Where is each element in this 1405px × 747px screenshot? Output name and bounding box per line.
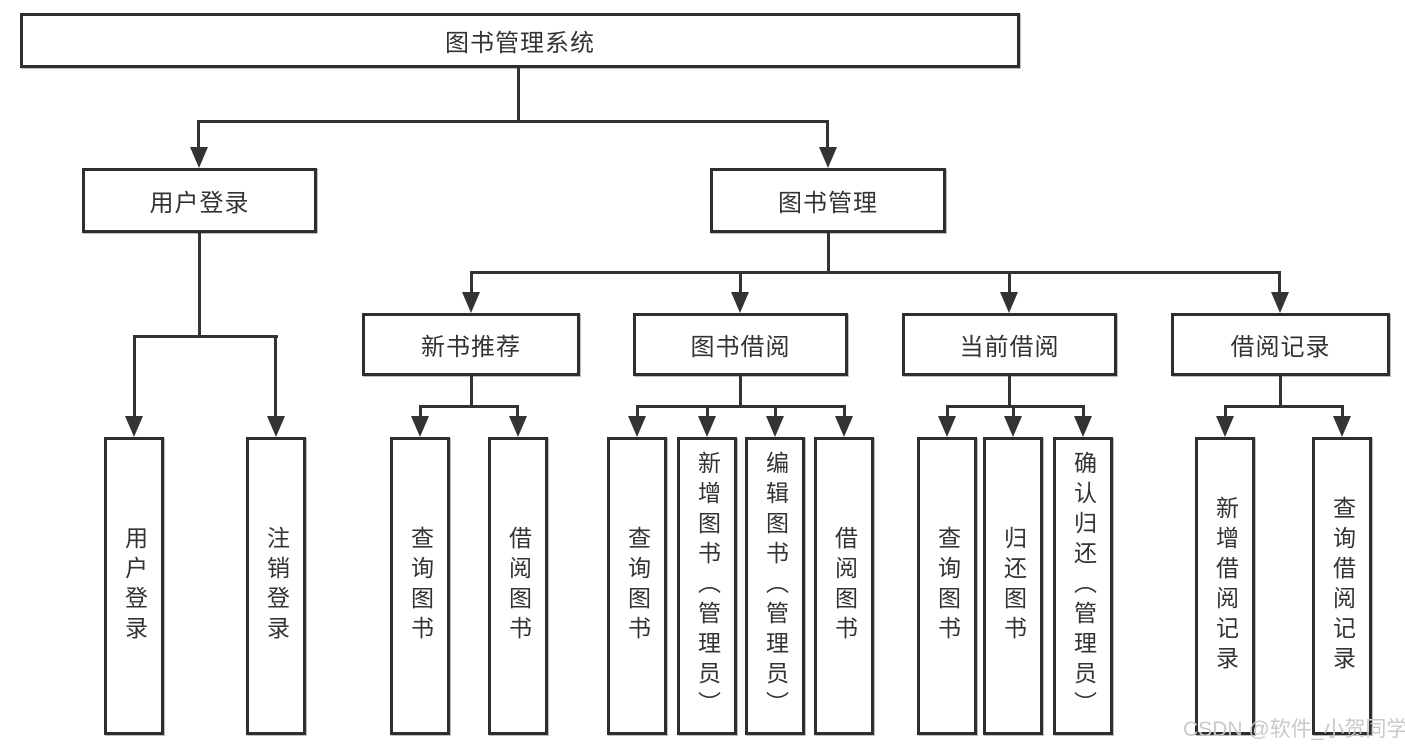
connector-new-book-branch <box>419 405 519 408</box>
node-book-management: 图书管理 <box>710 168 946 233</box>
connector-stub-new-book <box>470 271 473 294</box>
connector-stub-leaf-user-login <box>133 335 136 419</box>
connector-stub <box>843 405 846 417</box>
connector-root-stem <box>517 68 520 120</box>
connector-borrow-records-stem <box>1279 376 1282 405</box>
leaf-add-borrow-record: 新增借阅记录 <box>1195 437 1255 735</box>
connector-user-login-stem <box>198 233 201 335</box>
leaf-query-borrow-record: 查询借阅记录 <box>1312 437 1372 735</box>
leaf-label: 查询图书 <box>407 526 434 646</box>
arrow-down-icon <box>766 416 784 437</box>
connector-stub <box>706 405 709 417</box>
connector-current-borrow-branch <box>946 405 1084 408</box>
arrow-down-icon <box>698 416 716 437</box>
arrow-down-icon <box>1000 292 1018 313</box>
node-book-borrow: 图书借阅 <box>633 313 848 376</box>
leaf-label: 查询图书 <box>624 526 651 646</box>
leaf-borrow-books-recommend: 借阅图书 <box>488 437 548 735</box>
leaf-label: 查询借阅记录 <box>1329 496 1356 676</box>
arrow-down-icon <box>835 416 853 437</box>
arrow-down-icon <box>190 147 208 168</box>
leaf-label: 用户登录 <box>121 526 148 646</box>
node-borrow-records: 借阅记录 <box>1171 313 1390 376</box>
connector-stub <box>636 405 639 417</box>
csdn-watermark: CSDN @软件_小贺同学 <box>1183 718 1405 741</box>
node-root-system: 图书管理系统 <box>20 13 1020 68</box>
connector-stub <box>774 405 777 417</box>
connector-current-borrow-stem <box>1008 376 1011 405</box>
leaf-label: 确认归还（管理员） <box>1070 451 1097 721</box>
arrow-down-icon <box>1271 292 1289 313</box>
arrow-down-icon <box>1216 416 1234 437</box>
connector-new-book-stem <box>470 376 473 405</box>
node-new-book-recommend: 新书推荐 <box>362 313 580 376</box>
arrow-down-icon <box>628 416 646 437</box>
arrow-down-icon <box>125 416 143 437</box>
connector-stub <box>419 405 422 417</box>
connector-book-borrow-stem <box>739 376 742 405</box>
arrow-down-icon <box>938 416 956 437</box>
leaf-label: 查询图书 <box>934 526 961 646</box>
node-user-login: 用户登录 <box>82 168 317 233</box>
arrow-down-icon <box>731 292 749 313</box>
connector-stub-leaf-logout <box>274 335 277 419</box>
arrow-down-icon <box>462 292 480 313</box>
arrow-down-icon <box>509 416 527 437</box>
connector-stub <box>1012 405 1015 417</box>
connector-borrow-records-branch <box>1224 405 1343 408</box>
leaf-label: 编辑图书（管理员） <box>762 451 789 721</box>
arrow-down-icon <box>819 147 837 168</box>
leaf-query-books-current: 查询图书 <box>917 437 977 735</box>
connector-stub-book-borrow <box>739 271 742 294</box>
connector-stub <box>516 405 519 417</box>
leaf-label: 归还图书 <box>1000 526 1027 646</box>
connector-stub-book-management <box>826 120 829 150</box>
connector-user-login-branch <box>133 335 278 338</box>
leaf-add-books-admin: 新增图书（管理员） <box>677 437 737 735</box>
connector-stub <box>1341 405 1344 417</box>
connector-stub-user-login <box>197 120 200 150</box>
arrow-down-icon <box>1074 416 1092 437</box>
arrow-down-icon <box>411 416 429 437</box>
connector-book-management-branch <box>470 271 1281 274</box>
connector-stub-borrow-records <box>1278 271 1281 294</box>
connector-book-borrow-branch <box>636 405 845 408</box>
leaf-edit-books-admin: 编辑图书（管理员） <box>745 437 805 735</box>
leaf-user-login: 用户登录 <box>104 437 164 735</box>
arrow-down-icon <box>267 416 285 437</box>
connector-stub <box>946 405 949 417</box>
node-current-borrow: 当前借阅 <box>902 313 1117 376</box>
connector-root-branch <box>197 120 829 123</box>
arrow-down-icon <box>1333 416 1351 437</box>
leaf-borrow-books: 借阅图书 <box>814 437 874 735</box>
leaf-confirm-return-admin: 确认归还（管理员） <box>1053 437 1113 735</box>
leaf-query-books-recommend: 查询图书 <box>390 437 450 735</box>
leaf-label: 新增借阅记录 <box>1212 496 1239 676</box>
connector-stub <box>1224 405 1227 417</box>
connector-stub <box>1082 405 1085 417</box>
arrow-down-icon <box>1004 416 1022 437</box>
connector-book-management-stem <box>827 233 830 271</box>
leaf-logout: 注销登录 <box>246 437 306 735</box>
connector-stub-current-borrow <box>1008 271 1011 294</box>
leaf-label: 新增图书（管理员） <box>694 451 721 721</box>
leaf-label: 注销登录 <box>263 526 290 646</box>
leaf-label: 借阅图书 <box>831 526 858 646</box>
leaf-query-books-borrow: 查询图书 <box>607 437 667 735</box>
leaf-return-books: 归还图书 <box>983 437 1043 735</box>
leaf-label: 借阅图书 <box>505 526 532 646</box>
